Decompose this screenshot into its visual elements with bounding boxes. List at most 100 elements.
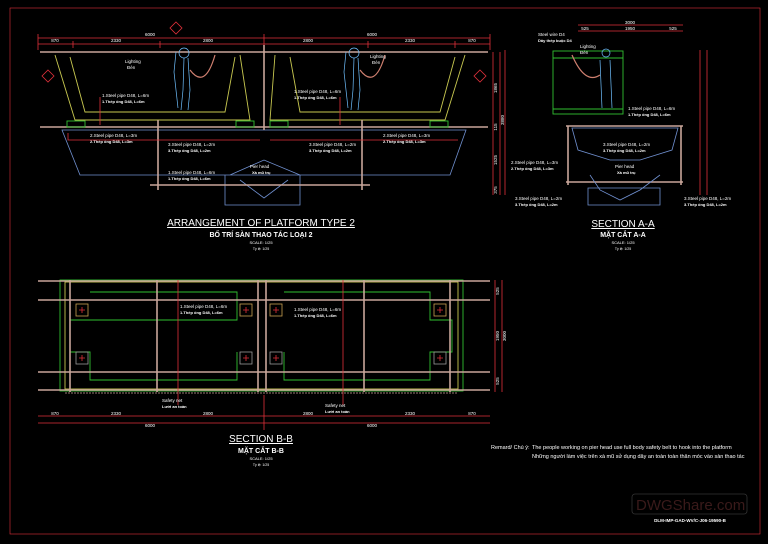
dim-part: 870: [51, 38, 59, 43]
worker-figure-left: [173, 47, 191, 111]
label-pipe1-vn: 1.Thép ống D48, L=6m: [180, 310, 223, 315]
pier-column: [224, 175, 301, 206]
pier-head-aa: [571, 127, 679, 206]
main-scale-vn: Tỷ lệ: 1/25: [253, 247, 269, 251]
worker-figure-right: [343, 47, 361, 111]
label-lighting-vn: Đèn: [580, 50, 589, 55]
girder-left: [54, 54, 251, 121]
dim-6000-left: 6000: [145, 32, 156, 37]
section-bb-title: SECTION B-B: [229, 434, 293, 445]
label-steel-wire-vn: Dây thép buộc D4: [538, 38, 573, 43]
label-pipe1-vn: 1.Thép ống D48, L=6m: [168, 176, 211, 181]
main-title: ARRANGEMENT OF PLATFORM TYPE 2: [167, 218, 355, 229]
section-aa-scale: SCALE: 1/25: [611, 240, 635, 245]
label-lighting-vn: Đèn: [372, 60, 381, 65]
label-pipe1-vn: 1.Thép ống D48, L=6m: [102, 99, 145, 104]
dim-part: 2330: [405, 411, 416, 416]
label-pipe3: 3.Steel pipe D48, L=2m: [168, 142, 215, 147]
label-safety-net-vn: Lưới an toàn: [325, 409, 350, 414]
dim-vertical: 525: [495, 377, 500, 385]
label-pipe1: 1.Steel pipe D48, L=6m: [294, 89, 341, 94]
label-pipe3: 3.Steel pipe D48, L=2m: [309, 142, 356, 147]
dim-part: 2800: [303, 38, 314, 43]
section-bb-scale: SCALE: 1/25: [249, 456, 273, 461]
section-aa-subtitle: MẶT CẮT A-A: [600, 230, 646, 239]
label-pipe2-vn: 2.Thép ống D48, L=3m: [511, 166, 554, 171]
label-steel-wire: Steel wire D4: [538, 32, 565, 37]
dim-vertical: 115: [493, 123, 498, 131]
dim-vertical: 525: [495, 287, 500, 295]
safety-belt: [571, 54, 601, 79]
label-pipe2-vn: 2.Thép ống D48, L=3m: [383, 139, 426, 144]
anchor-plate-icons: [75, 303, 447, 365]
dim-vertical: 1525: [493, 154, 498, 165]
label-pipe3-vn: 3.Thép ống D48, L=2m: [515, 202, 558, 207]
label-pipe1-vn: 1.Thép ống D48, L=6m: [294, 313, 337, 318]
section-aa-scale-vn: Tỷ lệ: 1/25: [615, 247, 631, 251]
bearing-pads: [66, 120, 449, 128]
label-pipe1-vn: 1.Thép ống D48, L=6m: [628, 112, 671, 117]
label-lighting: Lighting: [370, 54, 386, 59]
dim-vertical: 375: [493, 186, 498, 194]
worker-figure-aa: [599, 48, 613, 109]
section-bb-view: 1.Steel pipe D48, L=6m 1.Thép ống D48, L…: [38, 279, 507, 467]
safety-belt-right: [359, 54, 386, 78]
label-pipe1-vn: 1.Thép ống D48, L=6m: [294, 95, 337, 100]
label-pipe3-vn: 3.Thép ống D48, L=2m: [168, 148, 211, 153]
dim-part: 525: [581, 26, 589, 31]
dim-part: 1950: [625, 26, 636, 31]
remark: Remard/ Chú ý: The people working on pie…: [491, 445, 745, 460]
dim-part: 870: [51, 411, 59, 416]
vertical-posts: [157, 45, 363, 190]
watermark-logo: DWGShare.com: [636, 497, 745, 514]
girder-right: [269, 54, 466, 121]
dim-3000: 3000: [625, 20, 636, 25]
dim-vertical: 1865: [493, 82, 498, 93]
dim-part: 2330: [111, 411, 122, 416]
section-marker-icon: [41, 21, 487, 83]
dim-part: 2330: [405, 38, 416, 43]
label-pier-head: Pier head: [615, 164, 635, 169]
vertical-dimensions: [492, 52, 501, 195]
label-safety-net: Safety net: [325, 403, 346, 408]
label-safety-net: Safety net: [162, 398, 183, 403]
label-pier-head: Pier head: [250, 164, 270, 169]
dim-6000-right: 6000: [367, 32, 378, 37]
main-scale: SCALE: 1/25: [249, 240, 273, 245]
label-pier-head-vn: Xà mũ trụ: [617, 170, 636, 175]
leader-lines: [67, 97, 458, 141]
section-aa-title: SECTION A-A: [591, 219, 655, 230]
platform-rail: [552, 50, 624, 115]
section-aa-view: 3000 525 1950 525 Steel wire D4 Dây thép…: [504, 20, 731, 251]
label-pipe2: 2.Steel pipe D48, L=3m: [383, 133, 430, 138]
title-block: DWGShare.com DLM-IMP-GAD-WV/C-J06-19590-…: [631, 493, 748, 523]
label-pipe3-vn: 3.Thép ống D48, L=2m: [684, 202, 727, 207]
safety-belt-left: [189, 54, 216, 78]
label-pipe3: 3.Steel pipe D48, L=2m: [603, 142, 650, 147]
label-pipe3: 3.Steel pipe D48, L=2m: [684, 196, 731, 201]
dim-part: 870: [468, 411, 476, 416]
dim-part: 870: [468, 38, 476, 43]
dim-6000: 6000: [367, 423, 378, 428]
label-pipe1: 1.Steel pipe D48, L=6m: [102, 93, 149, 98]
label-lighting-vn: Đèn: [127, 65, 136, 70]
label-pipe3: 3.Steel pipe D48, L=2m: [515, 196, 562, 201]
dim-vertical: 3000: [502, 330, 507, 341]
remark-line2: Những người làm việc trên xà mũ sử dụng …: [532, 453, 745, 460]
sheet-frame: [9, 7, 761, 535]
dim-vertical: 3880: [500, 114, 505, 125]
label-pipe1: 1.Steel pipe D48, L=6m: [168, 170, 215, 175]
dim-part: 525: [669, 26, 677, 31]
dim-6000: 6000: [145, 423, 156, 428]
label-pipe2: 2.Steel pipe D48, L=3m: [90, 133, 137, 138]
remark-line1: The people working on pier head use full…: [532, 445, 732, 451]
label-pipe3-vn: 3.Thép ống D48, L=2m: [309, 148, 352, 153]
label-pipe1: 1.Steel pipe D48, L=6m: [628, 106, 675, 111]
label-lighting: Lighting: [580, 44, 596, 49]
label-pipe1: 1.Steel pipe D48, L=6m: [180, 304, 227, 309]
remark-label: Remard/ Chú ý:: [491, 445, 530, 451]
drawing-code: DLM-IMP-GAD-WV/C-J06-19590-B: [654, 518, 727, 523]
dim-part: 2800: [203, 38, 214, 43]
arrangement-view: 6000 6000 870 2330 2800 2800 2330 870 Li…: [37, 21, 505, 251]
